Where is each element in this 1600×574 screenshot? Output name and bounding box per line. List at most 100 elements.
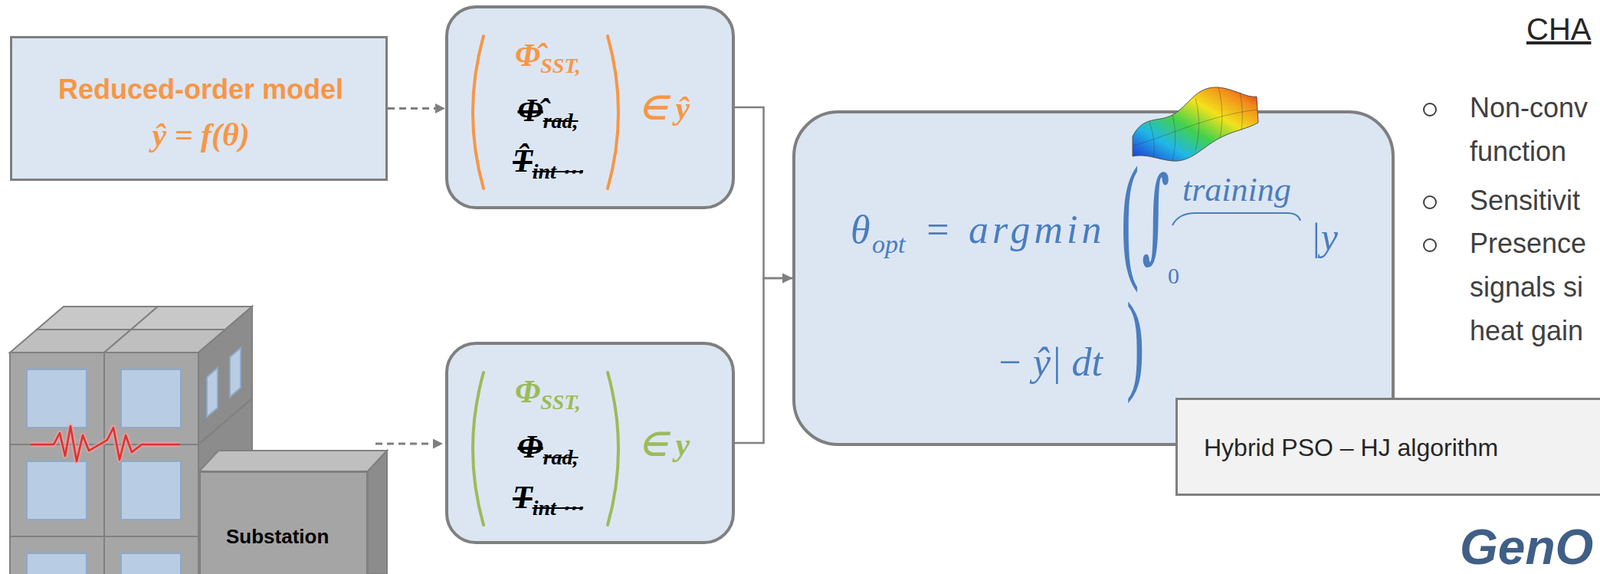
building-illustration [9, 352, 105, 445]
building-illustration [104, 444, 199, 537]
building-illustration [36, 306, 158, 330]
signal-wave [30, 426, 181, 462]
node-text: T̂ [512, 142, 533, 180]
node-text: ∈ ŷ [639, 89, 690, 127]
text-group: θ [850, 206, 871, 253]
building-illustration [199, 450, 387, 472]
text-group: Reduced-order model [58, 73, 344, 105]
node-text: ∈ y [639, 426, 690, 463]
building-illustration [198, 398, 253, 472]
text-group: Tint ⋯ [512, 478, 584, 522]
bullet-symbol [1423, 196, 1437, 209]
vector-bracket [472, 372, 484, 525]
node-text: rad, [543, 445, 579, 470]
node-text: SST, [540, 390, 581, 415]
building-illustration [121, 553, 181, 574]
building-illustration [206, 458, 218, 471]
building-illustration [26, 461, 87, 520]
node-text: SST, [540, 53, 581, 79]
flow-connector [387, 107, 446, 110]
cost-surface-icon [1134, 87, 1258, 161]
text-group: ∫ [1141, 183, 1170, 246]
bullet-symbol [1423, 103, 1437, 252]
node-text: Substation [226, 525, 329, 549]
text-group: |y [1310, 215, 1338, 260]
text-group: Substation [226, 525, 329, 549]
bullet-text: Presence signals si heat gain [1469, 221, 1599, 353]
text-group: = argmin [924, 206, 1105, 253]
node-text: = argmin [924, 206, 1105, 253]
section-heading-holder: CHA [1526, 10, 1591, 48]
output-vector-box: Φ̂SST,Φ̂rad,T̂int ⋯∈ ŷ [445, 5, 735, 210]
text-group: T̂int ⋯ [512, 142, 584, 185]
text-group: opt [872, 229, 905, 260]
text-group: Φ̂SST, [514, 36, 581, 79]
node-text: training [1182, 170, 1292, 210]
building-illustration [9, 536, 105, 574]
text-group: ∈ ŷ [639, 89, 690, 127]
node-text: Hybrid PSO – HJ algorithm [1203, 433, 1499, 463]
node-text: Φ̂ [514, 36, 541, 74]
data-arrow [375, 442, 443, 446]
integral-brace [1172, 213, 1301, 226]
building-illustration [104, 329, 226, 353]
node-text: Φ̂ [518, 91, 544, 129]
vector-bracket [472, 36, 484, 189]
node-text: ŷ = f(θ) [152, 116, 250, 154]
bullet-text: Sensitivit [1469, 178, 1599, 223]
objective-box: θopt = argmin (∫ training 0 |y − ŷ| dt) [792, 110, 1395, 446]
vector-bracket [607, 36, 619, 189]
text-group: Φ̂rad, [518, 91, 579, 135]
building-illustration [367, 450, 387, 574]
substation-box: Substation [199, 471, 368, 574]
building-illustration [9, 329, 132, 353]
building-illustration [121, 461, 181, 520]
data-arrow [375, 443, 443, 445]
text-group: ( [1121, 186, 1139, 250]
node-text: opt [872, 229, 905, 260]
node-text: int ⋯ [532, 159, 584, 184]
building-illustration [198, 306, 253, 445]
measured-vector-box: Φ SST, Φrad, Tint ⋯ ∈ y [445, 341, 735, 545]
logo-text: GenO [1459, 522, 1594, 572]
building-illustration [121, 369, 181, 428]
node-text: Φ [518, 428, 544, 466]
text-group: − ŷ| dt [996, 339, 1103, 386]
node-text: − ŷ| dt [996, 339, 1103, 386]
flow-connector [734, 278, 793, 443]
node-text: θ [850, 206, 871, 253]
text-group: ŷ = f(θ) [152, 116, 250, 154]
bullet-text-holder: Sensitivit [1469, 178, 1599, 223]
node-text: Reduced-order model [58, 73, 344, 105]
building-illustration [26, 553, 87, 574]
node-text: ∫ [1141, 155, 1170, 273]
integral-brace [1172, 213, 1301, 226]
node-text: ) [1126, 277, 1145, 407]
text-group: Hybrid PSO – HJ algorithm [1203, 433, 1499, 463]
signal-wave [30, 426, 181, 462]
node-text: |y [1310, 215, 1338, 260]
vector-bracket [472, 36, 619, 525]
text-group: Φrad, [518, 428, 579, 471]
signal-wave [30, 426, 181, 462]
bullet-text-holder: Presence signals si heat gain [1469, 221, 1599, 353]
building-illustration [104, 352, 199, 445]
bullet-symbol [1423, 239, 1437, 252]
model-box: Reduced-order model ŷ = f(θ) [9, 36, 388, 181]
cost-surface-icon [1132, 87, 1259, 161]
node-text: rad, [543, 108, 579, 134]
bullet-symbol [1423, 103, 1437, 116]
node-text: 0 [1167, 262, 1180, 290]
building-illustration [9, 306, 387, 574]
building-illustration [229, 347, 241, 397]
building-illustration [26, 369, 87, 428]
node-text: ( [1121, 137, 1139, 298]
building-illustration [206, 367, 218, 417]
section-heading: CHA [1526, 10, 1591, 48]
algorithm-box: Hybrid PSO – HJ algorithm [1175, 397, 1600, 496]
building-illustration [104, 536, 199, 574]
node-text: int ⋯ [532, 495, 584, 521]
bullet-text: Non-conv function [1469, 85, 1599, 174]
flow-connector [734, 107, 793, 279]
